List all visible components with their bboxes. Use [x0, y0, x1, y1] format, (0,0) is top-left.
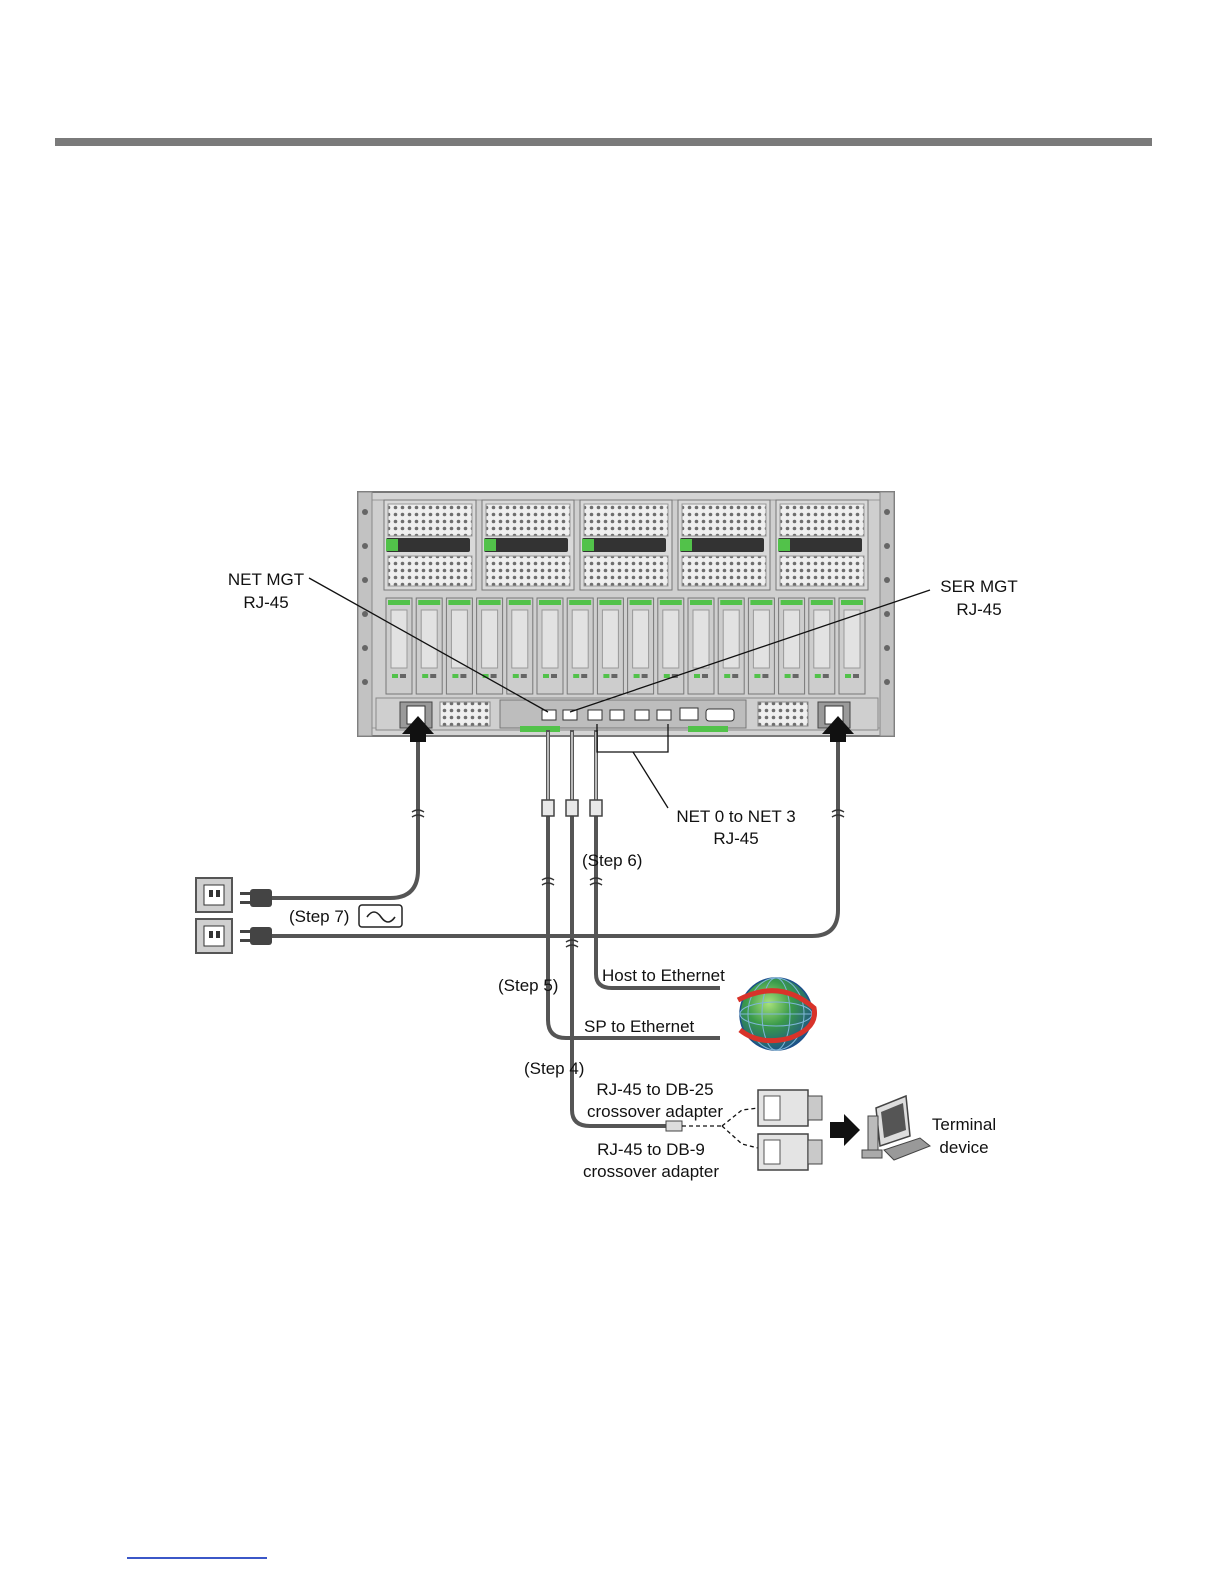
net1-port — [610, 710, 624, 720]
step4-label: (Step 4) — [524, 1059, 584, 1078]
ac-power-icon — [359, 905, 402, 927]
net-mgt-port — [542, 710, 556, 720]
host-ethernet-label: Host to Ethernet — [602, 966, 725, 985]
db25-adapter-label: RJ-45 to DB-25 — [596, 1080, 713, 1099]
drive-bay — [658, 598, 684, 694]
sp-ethernet-label: SP to Ethernet — [584, 1017, 695, 1036]
drive-bay — [386, 598, 412, 694]
terminal-label: Terminal — [932, 1115, 996, 1134]
power-outlet-icon — [196, 878, 232, 953]
db25-adapter-type: crossover adapter — [587, 1102, 723, 1121]
globe-icon — [738, 978, 815, 1050]
db9-adapter-label: RJ-45 to DB-9 — [597, 1140, 705, 1159]
net-mgt-type: RJ-45 — [243, 593, 288, 612]
db-connector-icon — [758, 1090, 822, 1170]
fan-module — [776, 500, 868, 590]
drive-bay — [809, 598, 835, 694]
drive-bay — [446, 598, 472, 694]
net-mgt-label: NET MGT — [228, 570, 304, 589]
drive-bay — [839, 598, 865, 694]
terminal-type: device — [939, 1138, 988, 1157]
net0-label: NET 0 to NET 3 — [676, 807, 795, 826]
drive-bay — [718, 598, 744, 694]
drive-bay — [628, 598, 654, 694]
net0-type: RJ-45 — [713, 829, 758, 848]
step6-label: (Step 6) — [582, 851, 642, 870]
terminal-computer-icon — [862, 1096, 930, 1160]
footer-link-underline[interactable] — [127, 1557, 267, 1559]
net0-port — [588, 710, 602, 720]
fan-module — [580, 500, 672, 590]
drive-bay — [507, 598, 533, 694]
net2-port — [635, 710, 649, 720]
io-panel — [376, 698, 878, 732]
fan-module — [482, 500, 574, 590]
drive-bay — [597, 598, 623, 694]
step5-label: (Step 5) — [498, 976, 558, 995]
db9-adapter-type: crossover adapter — [583, 1162, 719, 1181]
drive-bay — [537, 598, 563, 694]
drive-bay — [688, 598, 714, 694]
drive-bay — [748, 598, 774, 694]
drive-bay — [779, 598, 805, 694]
drive-bay — [567, 598, 593, 694]
arrow-right-icon — [830, 1114, 860, 1146]
fan-module — [678, 500, 770, 590]
net3-port — [657, 710, 671, 720]
ser-mgt-type: RJ-45 — [956, 600, 1001, 619]
fan-modules — [384, 500, 868, 590]
ser-mgt-label: SER MGT — [940, 577, 1017, 596]
fan-module — [384, 500, 476, 590]
step7-label: (Step 7) — [289, 907, 349, 926]
